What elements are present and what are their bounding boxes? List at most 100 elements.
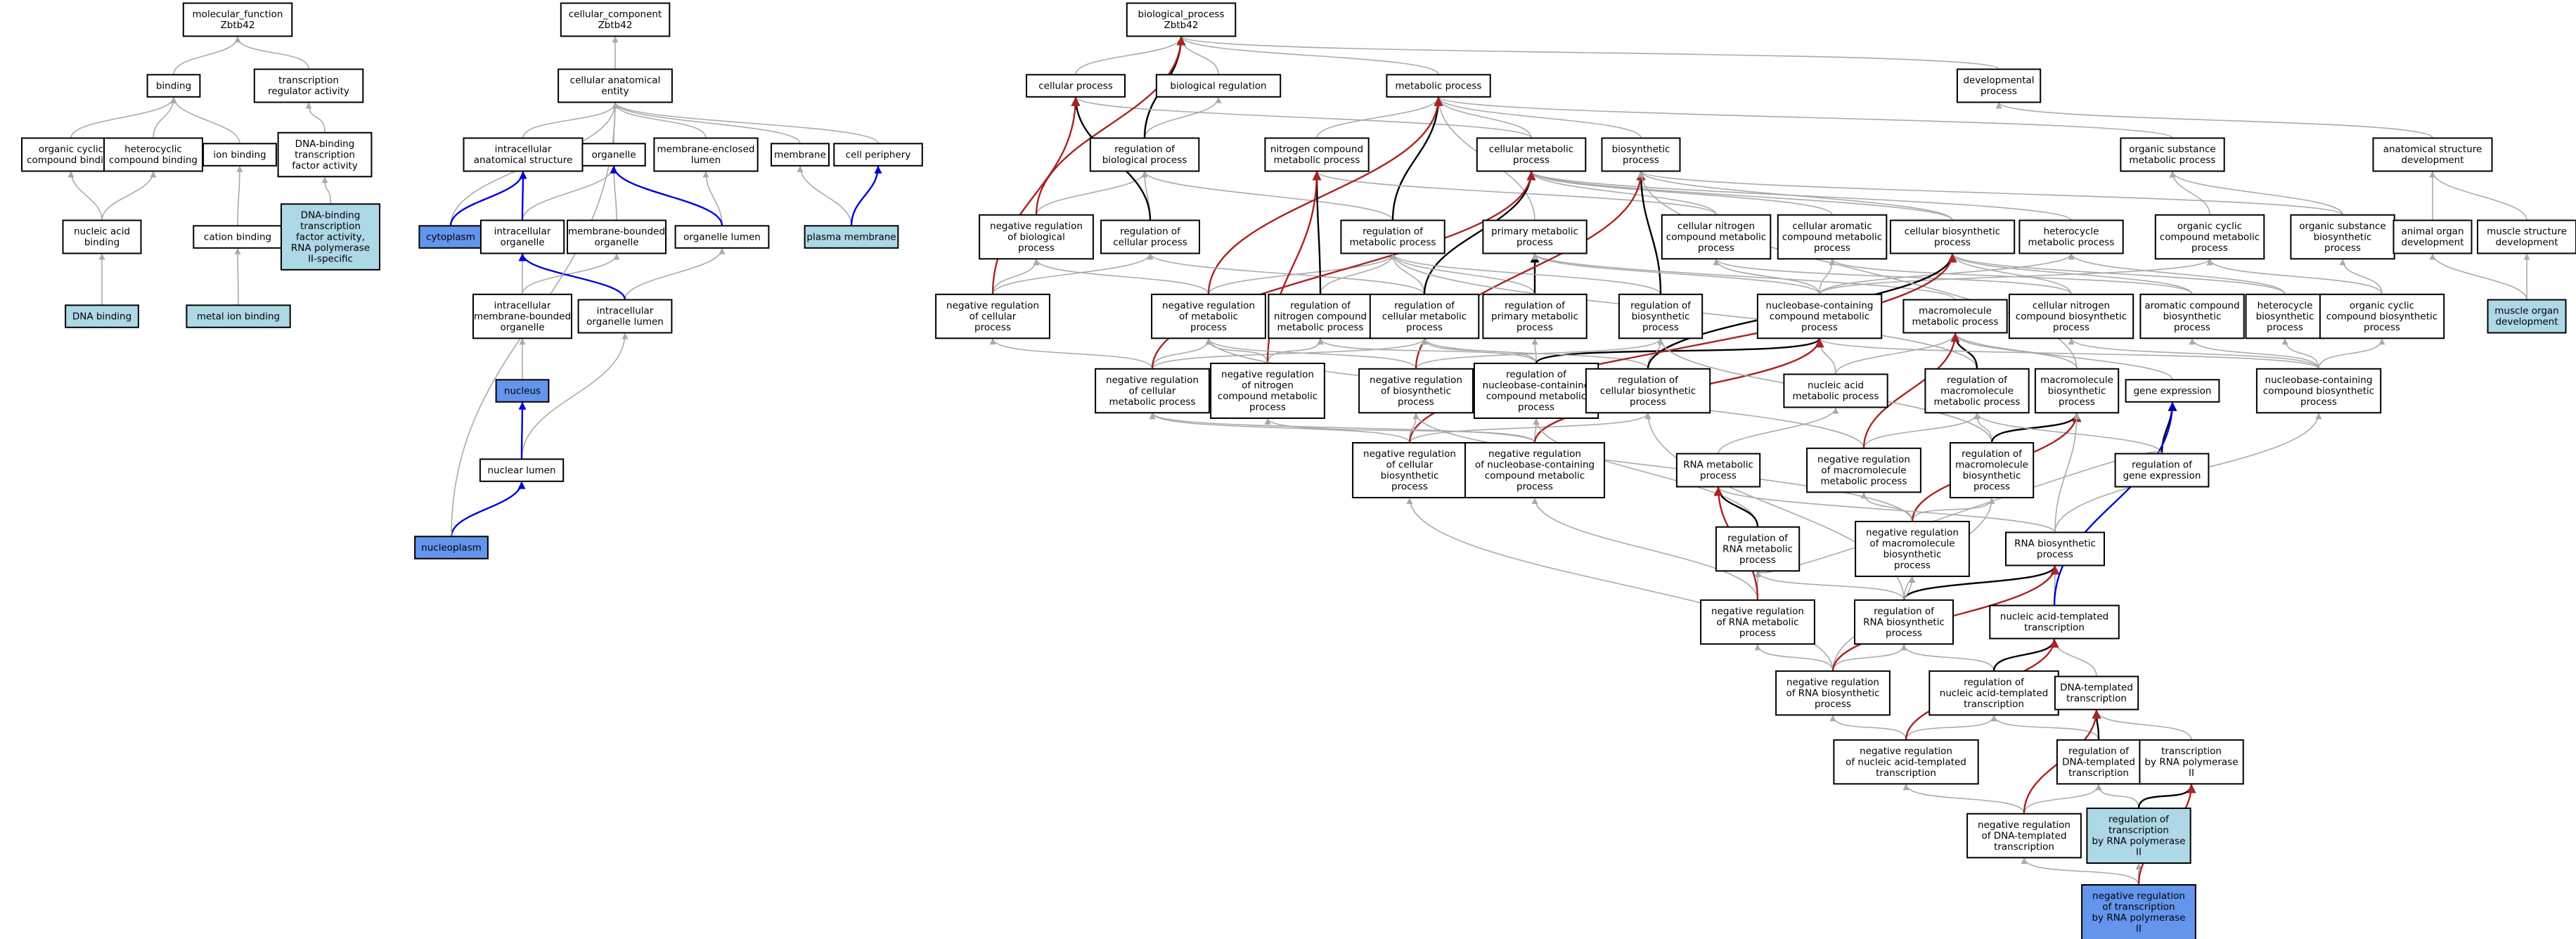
edge-negatively-regulates-nrbp-to-bp [1035,36,1186,215]
go-term-label-line: process [1801,322,1838,333]
go-term-label-line: binding [84,237,120,248]
edge-line [1406,497,1834,671]
go-term-label-line: regulation of [1505,300,1566,311]
edge-regulates-rnatt-to-natt [1992,638,2059,671]
edge-is-a-ias-to-cae [522,102,619,138]
edge-is-a-nrrnamp-to-nrnbcmp [1531,497,1758,600]
go-term-node-dnab: DNA binding [65,304,139,328]
go-term-box [1386,74,1491,98]
edge-line [2281,338,2319,369]
go-term-box [2008,293,2134,339]
go-term-label-line: membrane [774,149,826,160]
go-term-label-line: biological_process [1138,9,1225,20]
go-term-box [1151,293,1266,339]
go-term-box [2372,137,2493,172]
go-term-label-line: of nucleic acid-templated [1846,756,1966,768]
go-term-label-line: negative regulation [1221,369,1314,380]
go-term-label-line: process [1739,555,1776,566]
edge-is-a-nrmbp-to-nrbsp [1412,413,1913,522]
go-term-label-line: negative regulation [946,300,1039,311]
go-term-box [1585,368,1711,414]
edge-negatively-regulates-nrmp-to-mp [1207,96,1443,294]
go-term-label-line: organelle [594,237,638,248]
go-term-label-line: nucleus [504,385,541,396]
go-term-label-line: regulator activity [268,86,349,97]
edge-is-a-trra-to-mf [234,36,309,70]
go-term-box [2487,299,2567,334]
go-term-label-line: cation binding [204,231,271,242]
edge-line [1528,171,1833,216]
edge-line [234,36,309,70]
go-term-label-line: process [1398,396,1434,408]
go-term-label-line: transcription [300,221,361,232]
go-term-label-line: compound metabolic [1485,470,1585,481]
edge-is-a-asd-to-devp [1995,101,2433,139]
go-term-node-mib: metal ion binding [186,304,291,328]
edge-is-a-ncp-to-rcp [992,253,1154,294]
edge-line [2429,171,2527,221]
go-term-label-line: animal organ [2401,226,2464,238]
go-term-label-line: cellular_component [569,9,662,20]
go-term-box [2120,137,2225,172]
edge-line [1995,101,2433,139]
edge-regulates-rrnamp-to-rnamp [1713,486,1759,527]
go-term-box [2005,531,2105,566]
go-term-box [193,225,283,249]
go-term-label-line: cellular metabolic [1382,311,1467,322]
go-term-label-line: compound metabolic [1770,311,1869,322]
go-term-label-line: regulation of [1363,226,1424,238]
edge-is-a-iorg-to-org [522,165,617,221]
go-term-label-line: organelle [591,149,636,160]
go-term-box [560,2,671,37]
go-term-label-line: biosynthetic [1381,470,1439,481]
go-term-label-line: process [1894,560,1931,571]
edge-line [1149,412,1535,443]
go-term-label-line: metabolic process [1396,80,1482,91]
go-term-label-line: transcription [2068,768,2129,779]
edge-is-a-rge-to-rmmp [1973,412,2163,454]
edge-is-a-osbp-to-osmp [2169,171,2343,215]
edge-line [1835,332,1959,375]
go-term-label-line: compound metabolic [1486,391,1586,402]
go-term-label-line: development [2495,237,2558,248]
go-term-label-line: metabolic process [1793,391,1879,402]
edge-is-a-ge-to-mmp [1952,332,2173,380]
go-term-label-line: metabolic process [1934,396,2021,408]
edge-line [1144,96,1222,138]
go-term-label-line: process [1516,481,1553,493]
edge-is-a-cp-to-bp [1075,36,1185,75]
edge-is-a-cncbp-to-cbp [1949,253,2072,294]
edge-is-a-osbp-to-bsp [1637,170,2343,216]
go-term-label-line: nucleic acid [74,226,130,238]
go-term-label-line: metabolic process [1109,396,1196,408]
go-term-label-line: of metabolic [1179,311,1238,322]
go-term-label-line: nucleic acid [1808,380,1864,391]
edge-line [1816,337,2319,370]
edge-is-a-cmp-to-cp [1072,96,1532,139]
edge-is-a-rtrp2-to-rdtt [2095,784,2139,809]
edge-is-a-namp-to-mmp [1835,332,1959,375]
go-term-label-line: macromolecule [1919,306,1992,317]
go-term-label-line: intracellular [494,226,551,238]
edge-line [305,102,326,133]
go-term-label-line: nuclear lumen [487,465,555,476]
edge-line [1990,412,2082,443]
edge-line [449,171,527,226]
go-term-box [1675,453,1761,488]
go-term-box [463,137,584,172]
edge-is-a-hmp-to-cmp [1528,170,2072,221]
go-term-label-line: negative regulation [1978,820,2071,831]
edge-is-a-rnbcmp-to-rncmp [1317,337,1537,364]
edge-is-a-rbp-to-breg [1144,96,1222,138]
go-term-label-line: of transcription [2102,902,2175,913]
go-term-label-line: membrane-enclosed [657,144,755,155]
go-term-label-line: negative regulation [1370,375,1462,386]
